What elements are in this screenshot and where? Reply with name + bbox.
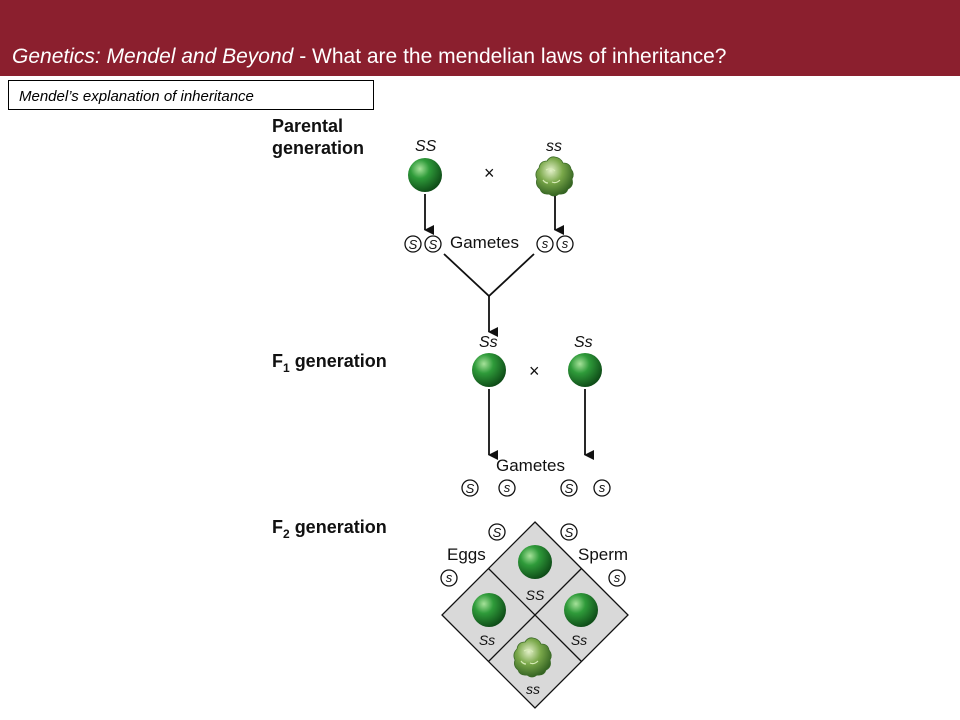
slide-title: Genetics: Mendel and Beyond - What are t… [12,45,726,69]
allele-letter: s [614,570,621,585]
sperm-label: Sperm [578,545,628,564]
allele-letter: S [429,237,438,252]
title-italic: Genetics: Mendel and Beyond [12,45,294,68]
eggs-label: Eggs [447,545,486,564]
allele-letter: s [504,480,511,495]
allele-letter: s [542,236,549,251]
cross-symbol-f1: × [529,361,540,381]
allele-circle: S [461,479,479,497]
allele-circle: S [404,235,422,253]
wrinkled-seed-parent [535,156,574,197]
allele-letter: s [599,480,606,495]
wrinkled-seed-f2 [513,637,552,678]
round-seed-f2-right [564,593,598,627]
punnett-top-genotype: SS [526,587,545,603]
allele-letter: s [446,570,453,585]
round-seed-f2-left [472,593,506,627]
gamete-fusion-lines [443,253,535,298]
cross-symbol-parental: × [484,163,495,183]
f1-right-genotype: Ss [574,334,593,351]
allele-circle: S [560,523,578,541]
allele-circle: S [488,523,506,541]
subtitle-text: Mendel’s explanation of inheritance [19,88,254,105]
round-seed-f2-top [518,545,552,579]
f2-label: F2 generation [272,517,387,541]
punnett-bottom-genotype: ss [526,681,540,697]
parent-left-genotype: SS [415,138,437,155]
f2-label-rest: generation [290,517,387,537]
allele-circle: s [440,569,458,587]
round-seed-parent [408,158,442,192]
round-seed-f1-right [568,353,602,387]
parental-label-line1: Parental [272,116,343,136]
f2-label-main: F [272,517,283,537]
allele-circle: s [536,235,554,253]
f2-label-sub: 2 [283,527,290,541]
round-seed-f1-left [472,353,506,387]
allele-circle: s [498,479,516,497]
f1-label-main: F [272,351,283,371]
allele-letter: s [562,236,569,251]
title-bar: Genetics: Mendel and Beyond - What are t… [0,0,960,76]
allele-letter: S [565,525,574,540]
parental-label-line2: generation [272,138,364,158]
punnett-right-genotype: Ss [571,632,587,648]
subtitle-box: Mendel’s explanation of inheritance [8,80,374,110]
f1-label: F1 generation [272,351,387,375]
allele-letter: S [493,525,502,540]
allele-circle: S [424,235,442,253]
allele-circle: S [560,479,578,497]
allele-circle: s [608,569,626,587]
allele-letter: S [565,481,574,496]
allele-letter: S [466,481,475,496]
punnett-left-genotype: Ss [479,632,495,648]
f1-label-sub: 1 [283,361,290,375]
allele-letter: S [409,237,418,252]
gametes-label-f1: Gametes [496,456,565,475]
parent-right-genotype: ss [546,138,562,155]
title-plain: What are the mendelian laws of inheritan… [312,45,727,68]
allele-circle: s [556,235,574,253]
allele-circle: s [593,479,611,497]
gametes-label-parental: Gametes [450,233,519,252]
f1-label-rest: generation [290,351,387,371]
punnett-square [441,521,629,709]
f1-left-genotype: Ss [479,334,498,351]
title-separator: - [293,45,313,68]
